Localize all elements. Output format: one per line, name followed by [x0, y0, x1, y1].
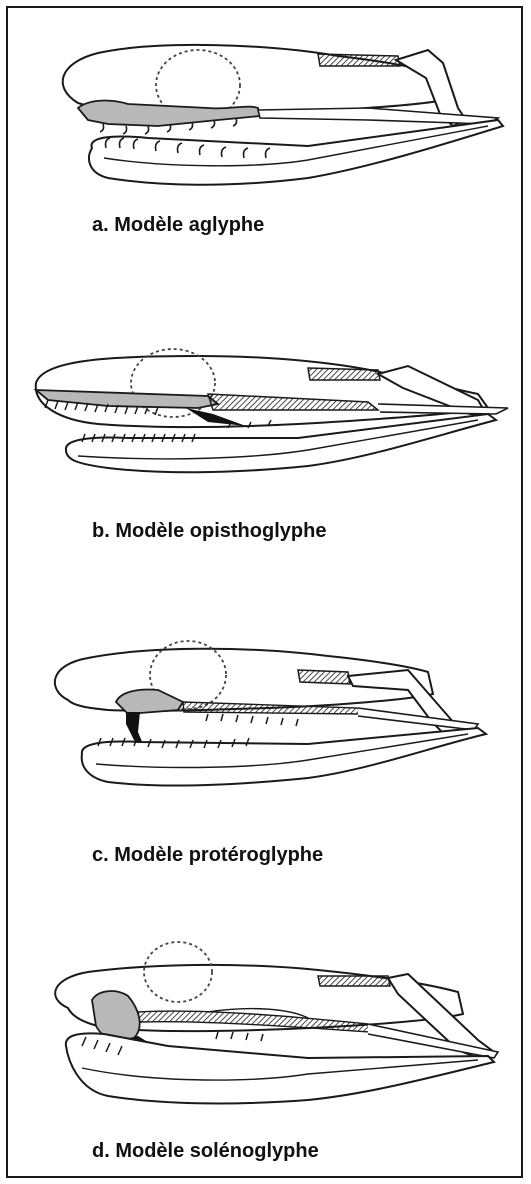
- mandible: [82, 728, 486, 785]
- panel-aglyph: a. Modèle aglyphe: [8, 8, 525, 268]
- venom-gland-region: [308, 368, 380, 380]
- venom-gland-region: [318, 976, 390, 986]
- mandible: [89, 120, 503, 185]
- opisthoglyph-skull-drawing: [8, 338, 525, 588]
- caption-opisthoglyph: b. Modèle opisthoglyphe: [92, 520, 326, 543]
- caption-aglyph: a. Modèle aglyphe: [92, 214, 264, 237]
- venom-gland-region: [318, 54, 400, 66]
- caption-proteroglyph: c. Modèle protéroglyphe: [92, 844, 323, 867]
- figure-frame: a. Modèle aglyphe: [6, 6, 523, 1178]
- caption-solenoglyph: d. Modèle solénoglyphe: [92, 1140, 319, 1163]
- pterygoid: [258, 108, 498, 124]
- venom-gland-region: [298, 670, 350, 684]
- panel-opisthoglyph: b. Modèle opisthoglyphe: [8, 338, 525, 588]
- maxillary-teeth: [206, 714, 298, 726]
- aglyph-skull-drawing: [8, 8, 525, 268]
- panel-solenoglyph: d. Modèle solénoglyphe: [8, 928, 525, 1180]
- maxillary-teeth: [216, 1032, 263, 1041]
- panel-proteroglyph: c. Modèle protéroglyphe: [8, 620, 525, 890]
